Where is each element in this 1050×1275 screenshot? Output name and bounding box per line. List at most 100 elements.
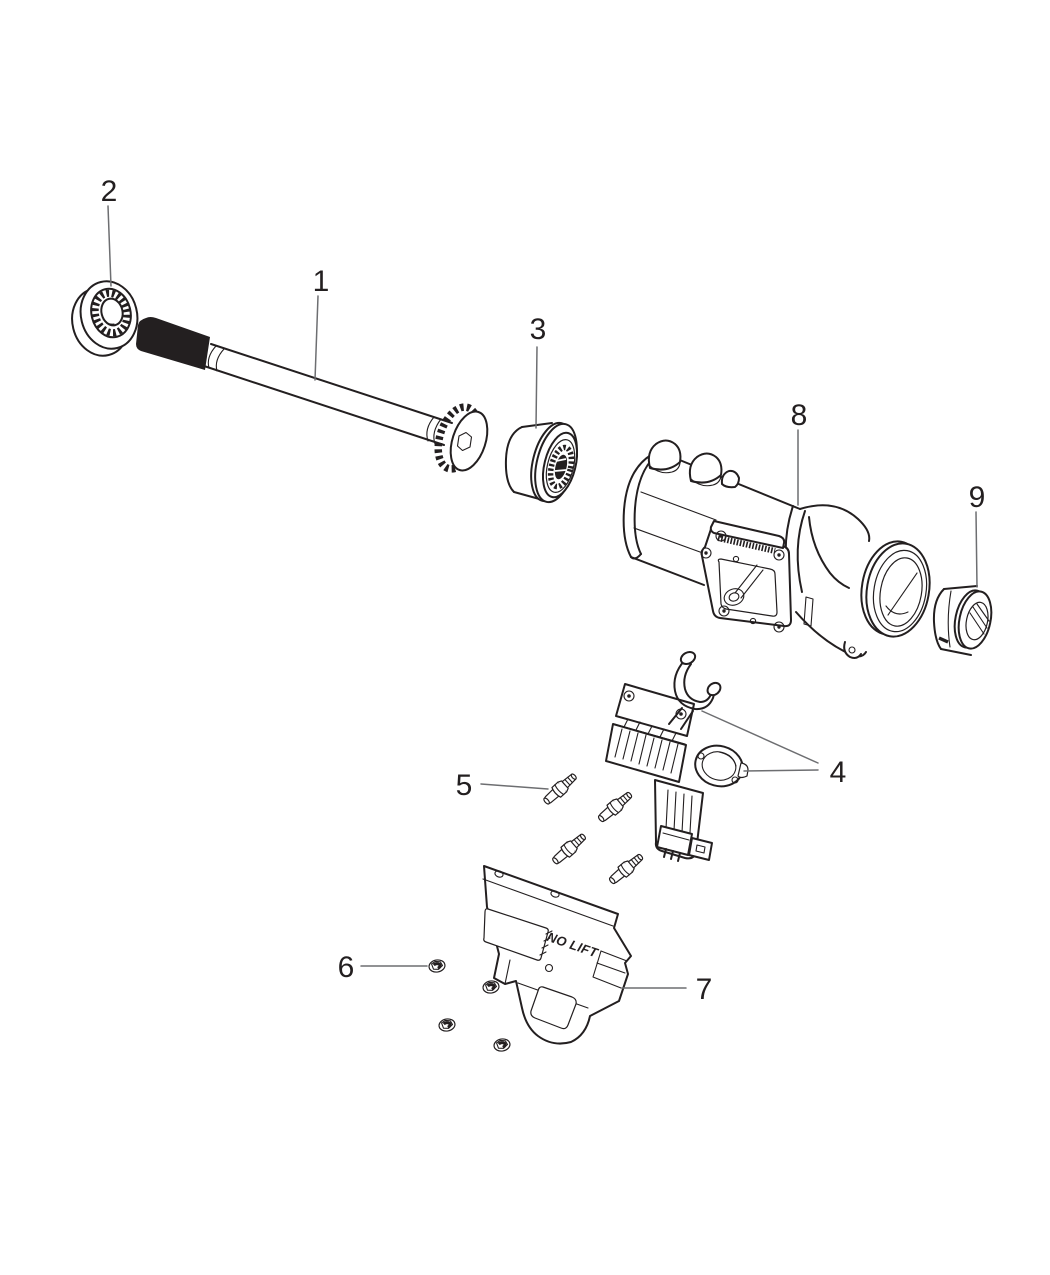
plate-edge-hatch: [623, 718, 677, 742]
housing-bottom-lug: [843, 641, 862, 659]
leader-line-1: [314, 295, 319, 381]
housing-left-rim-outer: [622, 454, 652, 558]
housing-flange-gasket-hatch: [717, 535, 776, 554]
seal-bore-hatch: [969, 603, 990, 635]
leader-lines: [107, 205, 978, 989]
callout-numbers: 1 2 3 4 5 6 7 8 9: [101, 175, 986, 1006]
armature-hatch: [614, 728, 679, 774]
part-shift-motor: [605, 651, 749, 862]
connector-pins: [663, 848, 681, 862]
leader-line-4b: [743, 769, 819, 772]
seal-top-edge: [943, 585, 978, 590]
callout-4: 4: [830, 756, 847, 789]
motor-bracket-plate: [615, 683, 695, 737]
callout-8: 8: [791, 399, 808, 432]
part-seal-ring: [932, 585, 993, 656]
bushing-left-cap: [504, 426, 523, 493]
connector-seam: [662, 832, 690, 841]
seal-notch: [938, 636, 949, 644]
housing-lug-1: [647, 439, 682, 471]
housing-bottom-edge-left: [630, 556, 705, 586]
plate-screw-1: [623, 690, 635, 702]
callout-5: 5: [456, 769, 473, 802]
shaft-step-ring-2: [215, 348, 225, 372]
part-extension-housing: [622, 439, 931, 659]
gear-head-arc: [718, 751, 737, 767]
mount-tab-slot: [695, 844, 706, 854]
part-bushing: [504, 421, 579, 504]
stud-3: [549, 830, 590, 868]
part-bearing: [71, 280, 139, 357]
fork-inner-arc: [683, 663, 712, 703]
housing-flange-bolts: [700, 530, 785, 633]
motor-armature: [605, 723, 687, 783]
callout-1: 1: [313, 265, 330, 298]
housing-slot-detail: [803, 596, 814, 627]
fork-tip-1: [679, 651, 697, 665]
bracket-flange-fold: [482, 878, 614, 927]
housing-lug-3: [720, 469, 740, 489]
housing-saddle-scoop: [808, 516, 850, 589]
housing-rib-band-2: [796, 510, 806, 593]
housing-bore-inner: [879, 557, 923, 627]
nut-1: [426, 957, 448, 975]
shaft-gear-face: [449, 410, 489, 472]
housing-bore-shadow: [885, 605, 909, 615]
housing-lug-1-foot: [649, 462, 681, 474]
motor-body-lines: [664, 789, 693, 853]
nut-4: [491, 1036, 513, 1054]
callout-9: 9: [969, 481, 986, 514]
callout-2: 2: [101, 175, 118, 208]
housing-lug-2: [688, 452, 723, 484]
fork-tip-2: [706, 681, 722, 697]
leader-line-3: [535, 346, 538, 429]
bracket-loop-opening: [530, 986, 577, 1030]
seal-left-cap: [932, 588, 945, 650]
part-output-shaft: [136, 317, 489, 473]
seal-bottom-edge: [940, 648, 972, 656]
bracket-recessed-panel: [483, 908, 549, 961]
housing-saddle-top: [799, 504, 871, 542]
bushing-bore-groove-highlights: [554, 458, 567, 472]
housing-bore-through-line: [887, 572, 918, 616]
bearing-rollers: [91, 289, 131, 337]
gear-head-screw-2: [731, 776, 739, 784]
motor-mount-tab: [688, 837, 713, 861]
housing-flange-top-boss: [709, 520, 786, 549]
shaft-collar-ring-2: [433, 418, 442, 445]
callout-3: 3: [530, 313, 547, 346]
bracket-foot-line: [504, 959, 511, 985]
bearing-bore-shadow: [102, 318, 115, 325]
part-no-lift-bracket: NO LIFT: [482, 865, 632, 1045]
nut-3: [436, 1016, 458, 1034]
panel-edge-hatch: [539, 930, 553, 956]
shaft-spline-section: [136, 317, 210, 370]
bracket-hole-2: [550, 890, 560, 898]
housing-contour-line-2: [633, 527, 701, 553]
bracket-small-hole: [544, 963, 554, 973]
bracket-hole-1: [494, 870, 504, 878]
housing-flange-opening: [717, 558, 778, 617]
gear-head-screw-1: [697, 752, 705, 760]
shaft-collar-ring-1: [426, 416, 435, 442]
leader-line-9: [975, 511, 978, 588]
seal-body-seam: [947, 590, 952, 648]
stud-2: [594, 788, 636, 826]
housing-lug-2-foot: [690, 475, 722, 487]
bushing-top-edge: [521, 422, 553, 428]
shaft-top-edge: [210, 343, 453, 424]
bearing-bore: [100, 297, 124, 327]
nut-2: [480, 978, 502, 996]
shaft-bottom-edge: [203, 365, 445, 446]
callout-6: 6: [338, 951, 355, 984]
bracket-silhouette: [483, 865, 632, 1045]
leader-line-5: [480, 783, 549, 790]
part-studs: [540, 769, 647, 888]
fork-outer-arc: [673, 660, 716, 711]
housing-bottom-lug-hole: [848, 646, 856, 654]
bracket-right-tab-lines: [592, 950, 628, 989]
fork-stem: [668, 707, 694, 730]
housing-contour-line-1: [640, 491, 717, 521]
